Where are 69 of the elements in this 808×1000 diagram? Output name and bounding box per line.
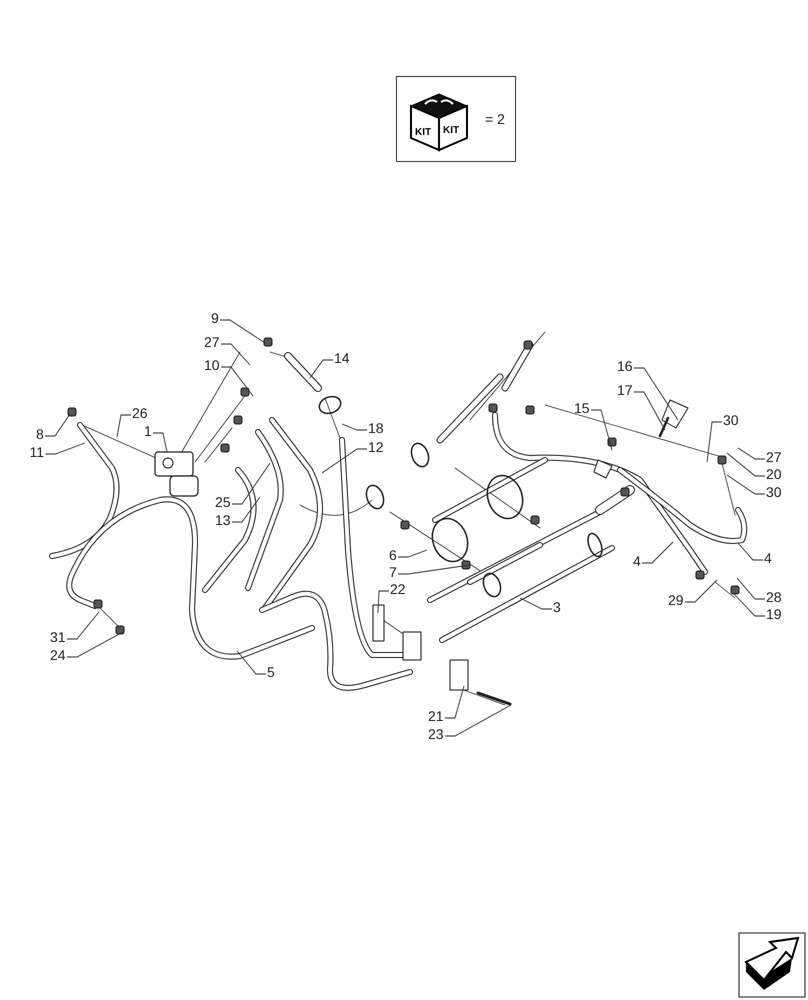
callout-number: 17 (616, 382, 634, 398)
leader-line (738, 448, 766, 460)
leader-line (726, 474, 766, 494)
leader-line (116, 414, 132, 438)
callout-number: 9 (210, 310, 220, 326)
callout-number: 27 (203, 334, 221, 350)
leader-line (642, 542, 674, 564)
leader-line (66, 612, 100, 640)
callout-number: 11 (28, 444, 46, 460)
callout-number: 4 (763, 550, 773, 566)
leader-line (590, 410, 612, 450)
callout-number: 30 (765, 484, 783, 500)
callout-number: 4 (632, 553, 642, 569)
leader-line (232, 496, 260, 522)
leader-line (634, 368, 678, 420)
callout-number: 13 (214, 512, 232, 528)
callout-number: 25 (214, 494, 232, 510)
leader-line (232, 462, 270, 504)
callout-number: 3 (552, 599, 562, 615)
callout-number: 5 (266, 664, 276, 680)
kit-label: KIT (415, 127, 432, 138)
leader-line (738, 542, 764, 560)
callout-number: 27 (765, 449, 783, 465)
callout-number: 24 (49, 647, 67, 663)
leader-line (342, 424, 368, 430)
leader-line (45, 442, 86, 454)
leader-line (684, 580, 718, 602)
callout-number: 30 (722, 412, 740, 428)
kit-label: KIT (443, 125, 460, 136)
callout-number: 18 (367, 420, 385, 436)
callout-number: 7 (388, 564, 398, 580)
callout-number: 29 (667, 592, 685, 608)
callout-number: 14 (333, 350, 351, 366)
callout-number: 10 (203, 357, 221, 373)
leader-line (706, 422, 722, 462)
leader-line (322, 448, 368, 474)
callout-number: 8 (35, 426, 45, 442)
callout-number: 16 (616, 358, 634, 374)
leader-line (44, 414, 70, 436)
callout-number: 1 (143, 423, 153, 439)
leader-line (378, 590, 390, 614)
callout-number: 20 (765, 466, 783, 482)
callout-number: 6 (388, 547, 398, 563)
leader-line (220, 320, 266, 344)
leader-line (736, 578, 766, 600)
leader-line (444, 686, 464, 718)
callout-number: 28 (765, 589, 783, 605)
leader-line (444, 704, 512, 736)
callout-number: 23 (427, 726, 445, 742)
callout-number: 21 (427, 708, 445, 724)
leader-line (726, 452, 766, 476)
leader-line (220, 344, 250, 366)
leader-line (732, 592, 766, 616)
leader-line (398, 550, 428, 558)
leader-line (220, 366, 254, 396)
kit-quantity: = 2 (485, 111, 505, 127)
leader-line (634, 392, 666, 430)
leader-line (520, 598, 552, 610)
callout-number: 26 (131, 405, 149, 421)
callout-number: 22 (389, 581, 407, 597)
leader-line (152, 432, 168, 452)
leader-line (236, 650, 266, 674)
callout-number: 19 (765, 606, 783, 622)
callout-number: 31 (49, 629, 67, 645)
callout-number: 12 (367, 439, 385, 455)
leader-line (66, 632, 124, 658)
callout-number: 15 (573, 400, 591, 416)
leader-line (398, 564, 470, 574)
leader-line (310, 360, 334, 378)
